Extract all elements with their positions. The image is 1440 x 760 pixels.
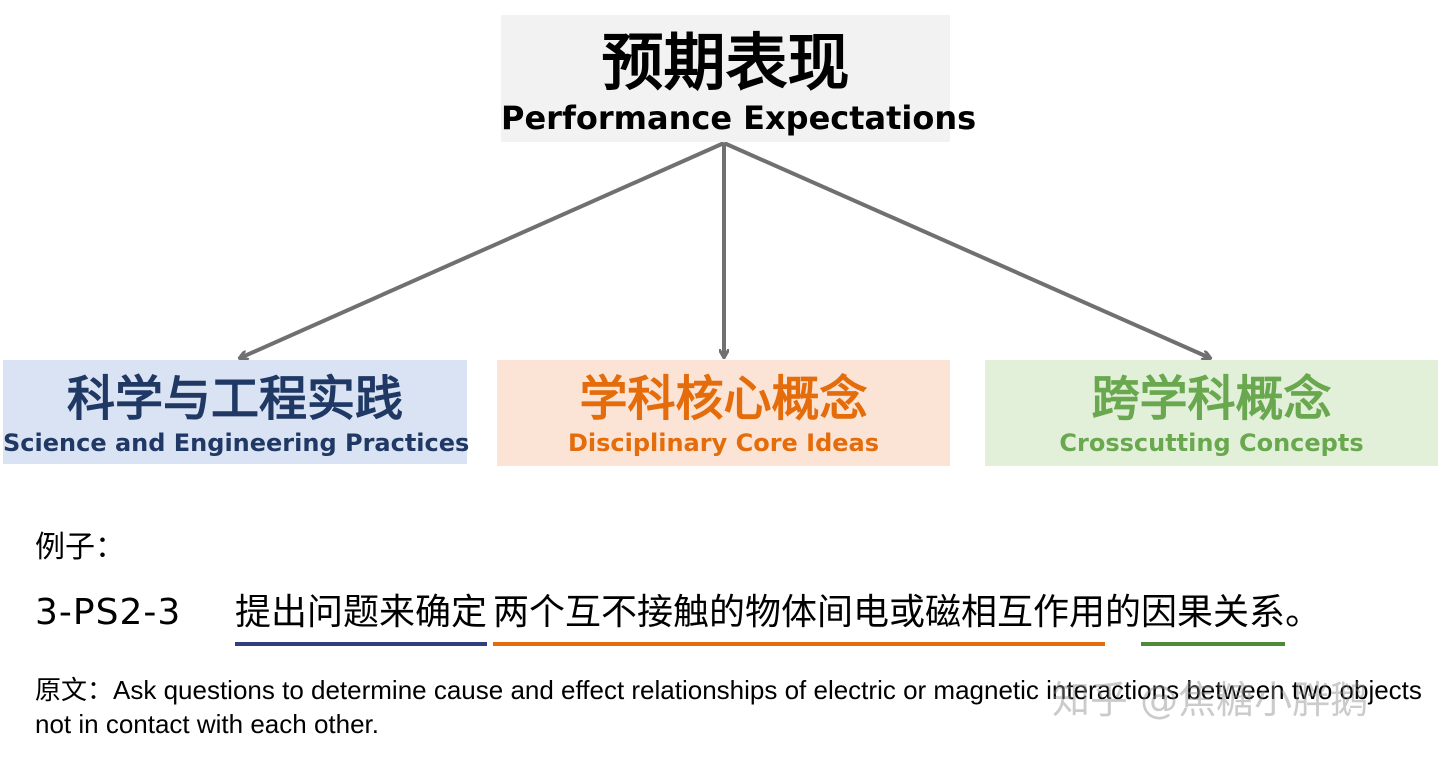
practice-segment: 提出问题来确定: [235, 588, 488, 646]
practices-title-en: Science and Engineering Practices: [3, 429, 470, 457]
crosscutting-title-zh: 跨学科概念: [1091, 371, 1332, 427]
top-title-zh: 预期表现: [601, 26, 850, 99]
crosscutting-segment: 因果关系: [1141, 588, 1286, 646]
connector-char: 的: [1105, 592, 1142, 633]
example-label: 例子：: [35, 530, 125, 565]
standard-code: 3-PS2-3: [35, 592, 182, 633]
practices-box: 科学与工程实践 Science and Engineering Practice…: [3, 360, 470, 464]
original-text: 原文：Ask questions to determine cause and …: [35, 675, 1422, 739]
arrow-to-crosscutting: [723, 141, 1210, 358]
performance-expectations-box: 预期表现 Performance Expectations: [501, 15, 977, 142]
arrow-to-practices: [240, 141, 725, 358]
watermark: 知乎 @焦糖小胖鹅: [1052, 678, 1369, 722]
crosscutting-box: 跨学科概念 Crosscutting Concepts: [985, 360, 1438, 466]
sentence-end: 。: [1285, 592, 1322, 633]
practices-title-zh: 科学与工程实践: [66, 371, 403, 427]
crosscutting-title-en: Crosscutting Concepts: [1059, 429, 1364, 457]
core-idea-segment: 两个互不接触的物体间电或磁相互作用: [493, 588, 1106, 646]
top-title-en: Performance Expectations: [501, 99, 977, 137]
core-ideas-title-zh: 学科核心概念: [579, 371, 868, 427]
core-ideas-box: 学科核心概念 Disciplinary Core Ideas: [497, 360, 950, 466]
example-sentence: 3-PS2-3 提出问题来确定两个互不接触的物体间电或磁相互作用的因果关系。: [35, 588, 1321, 648]
core-ideas-title-en: Disciplinary Core Ideas: [567, 429, 880, 457]
